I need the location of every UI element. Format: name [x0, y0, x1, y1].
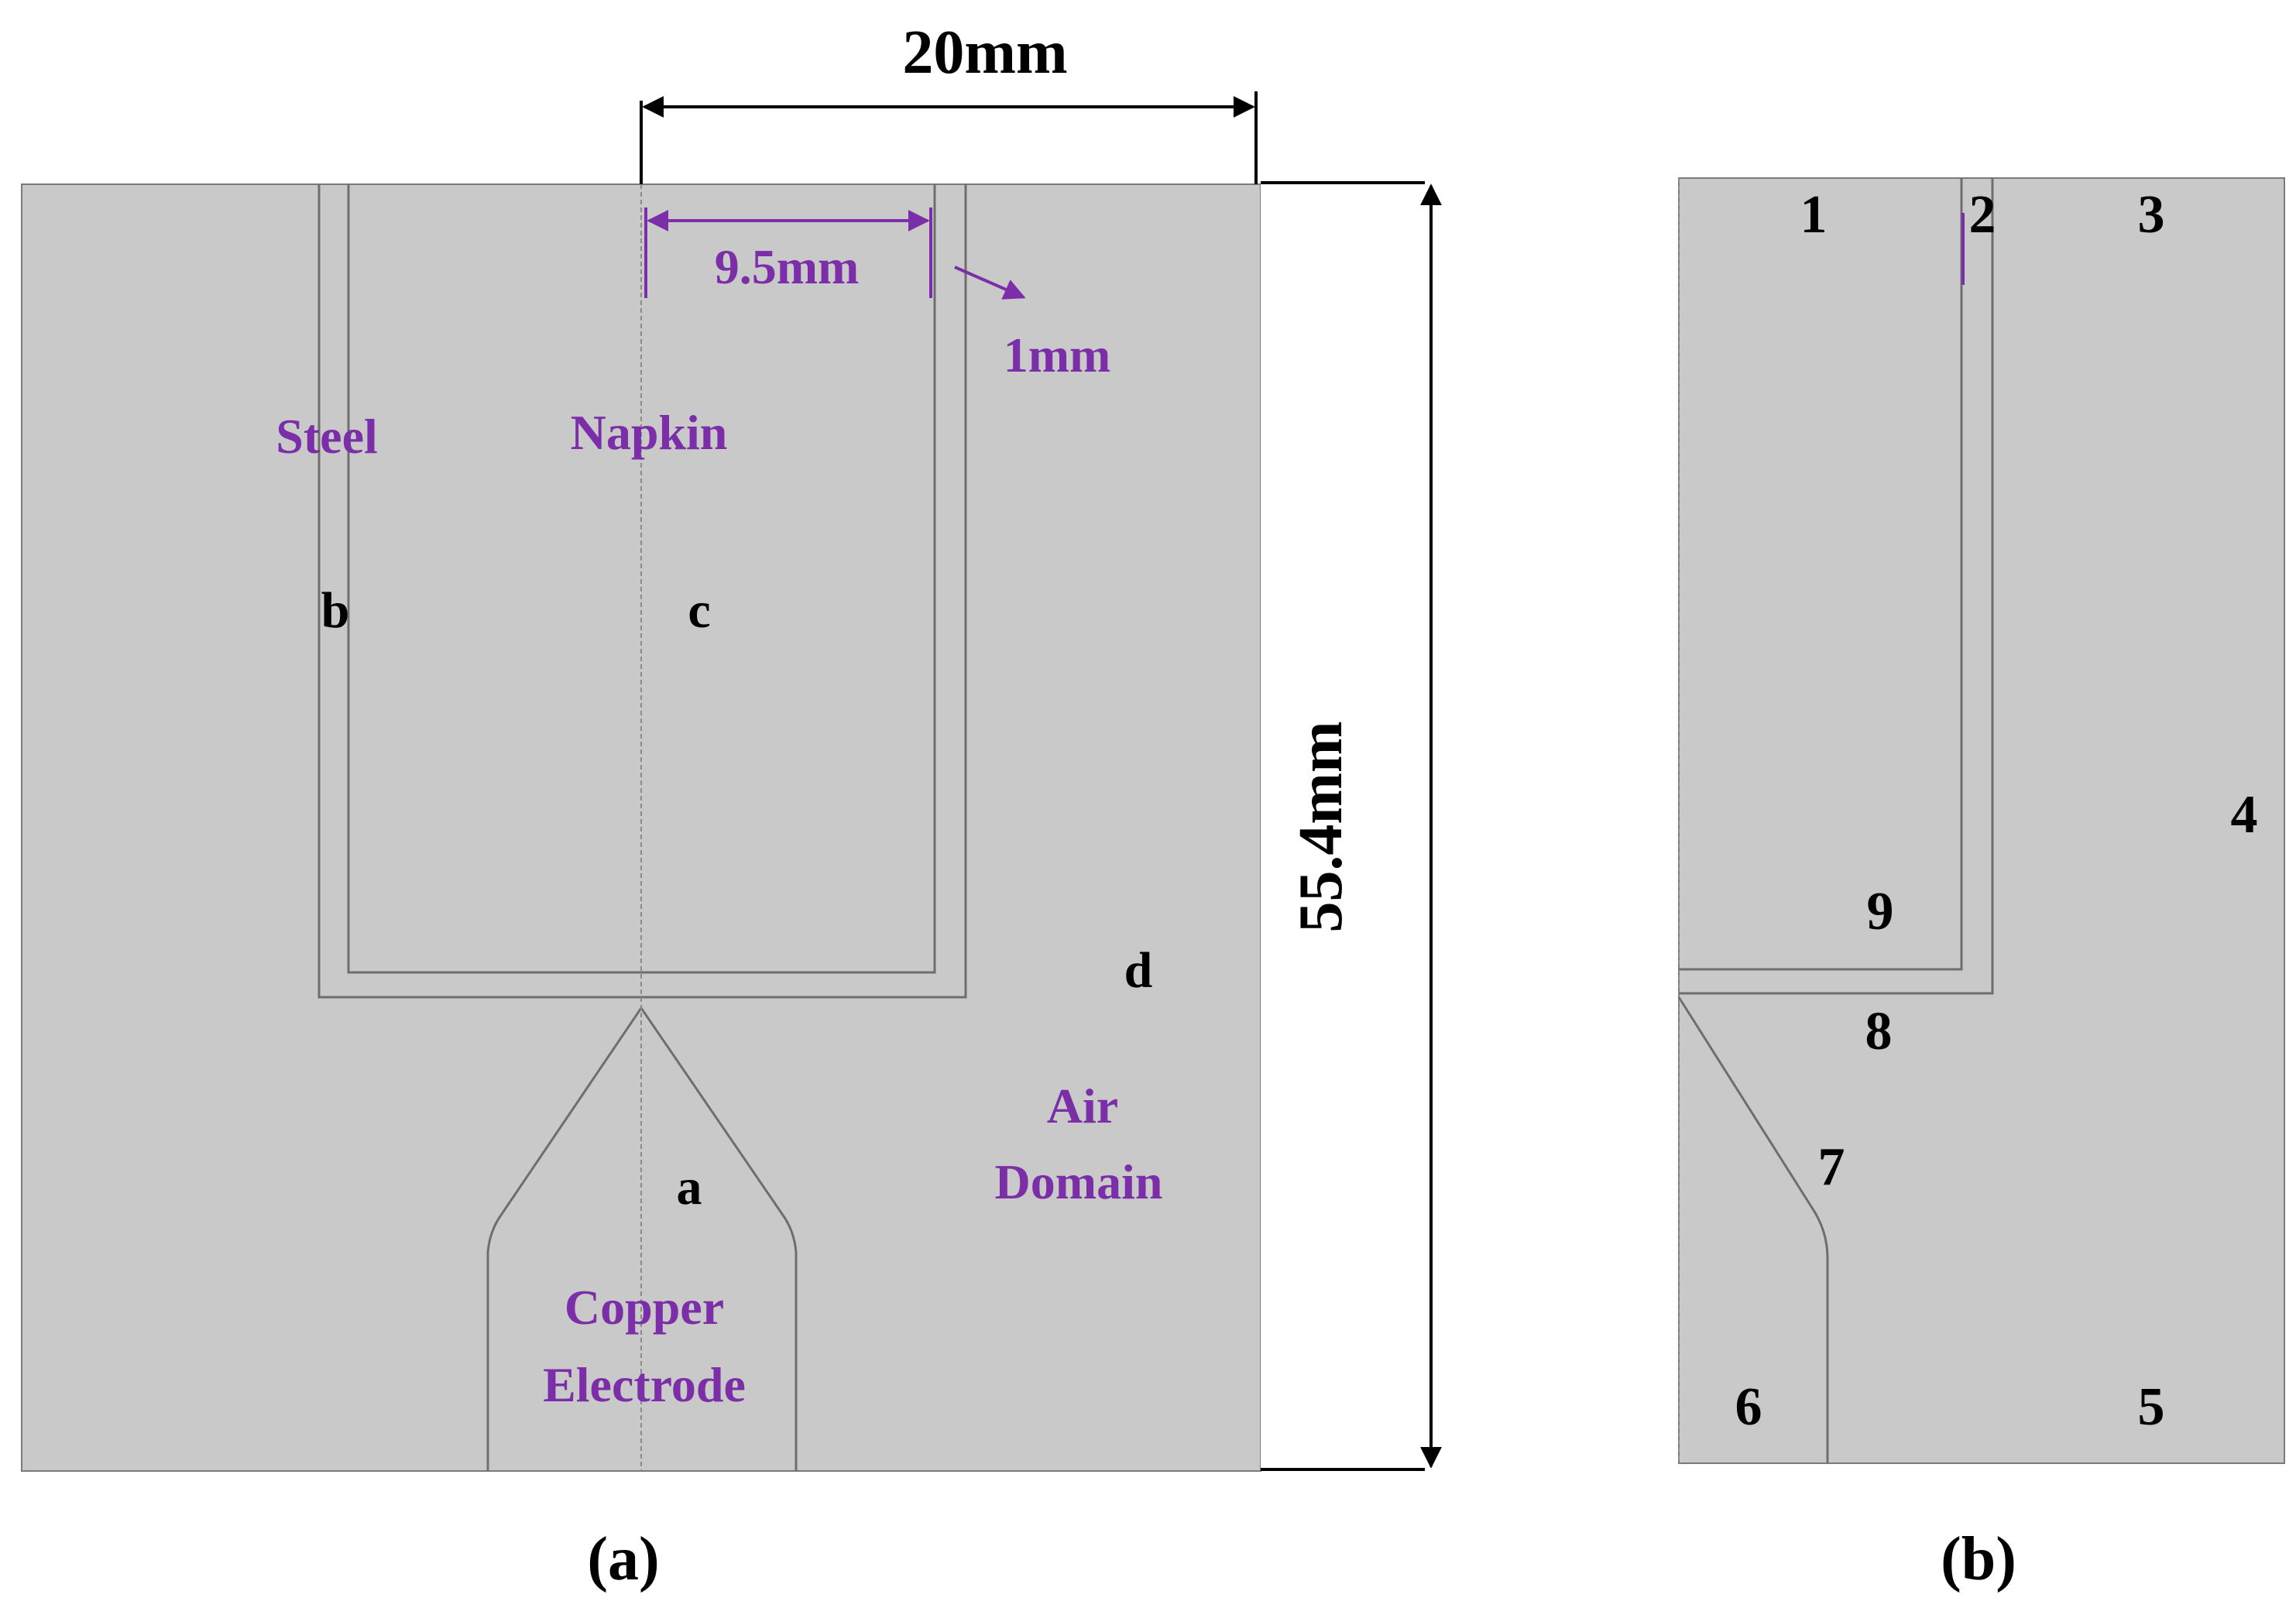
boundary-8-label: 8 — [1865, 1002, 1893, 1061]
height-dim-panel — [1261, 180, 1431, 1471]
point-d-label: d — [1124, 942, 1153, 999]
napkin-outline — [347, 184, 936, 974]
half-domain — [1678, 177, 2285, 1464]
napkin-label: Napkin — [571, 405, 728, 460]
panel-a: 20mm 55.4mm 9.5mm 1mm Steel Napkin Air D… — [21, 19, 1442, 1593]
half-steel-outline — [1679, 178, 1994, 995]
gap-pointer-arrow — [954, 266, 1026, 300]
steel-outline — [317, 184, 967, 999]
boundary-4-label: 4 — [2231, 785, 2258, 845]
air-label-line2: Domain — [995, 1154, 1163, 1209]
half-napkin-outline — [1679, 178, 1963, 971]
panel-a-caption: (a) — [587, 1525, 659, 1593]
boundary-3-label: 3 — [2138, 185, 2165, 245]
copper-label-line1: Copper — [565, 1280, 724, 1335]
gap-dim-label: 1mm — [1004, 327, 1111, 382]
boundary-5-label: 5 — [2138, 1377, 2165, 1437]
panel-b-caption: (b) — [1941, 1525, 2016, 1593]
boundary-7-label: 7 — [1818, 1137, 1845, 1197]
boundary-6-label: 6 — [1735, 1377, 1762, 1437]
width-dim-label: 20mm — [902, 19, 1067, 87]
boundary-9-label: 9 — [1867, 882, 1894, 941]
half-electrode-outline — [1677, 996, 1829, 1463]
air-label-line1: Air — [1047, 1078, 1118, 1133]
copper-label-line2: Electrode — [543, 1357, 746, 1412]
panel-b: 1 2 3 4 5 6 7 8 9 (b) — [1677, 177, 2285, 1593]
napkin-dim-label: 9.5mm — [715, 239, 860, 294]
point-a-label: a — [677, 1159, 702, 1216]
height-dim-label: 55.4mm — [1287, 721, 1355, 932]
boundary-1-label: 1 — [1800, 185, 1828, 245]
boundary-2-label: 2 — [1969, 185, 1996, 245]
steel-label: Steel — [276, 409, 378, 464]
point-b-label: b — [321, 582, 350, 639]
point-c-label: c — [688, 582, 710, 639]
